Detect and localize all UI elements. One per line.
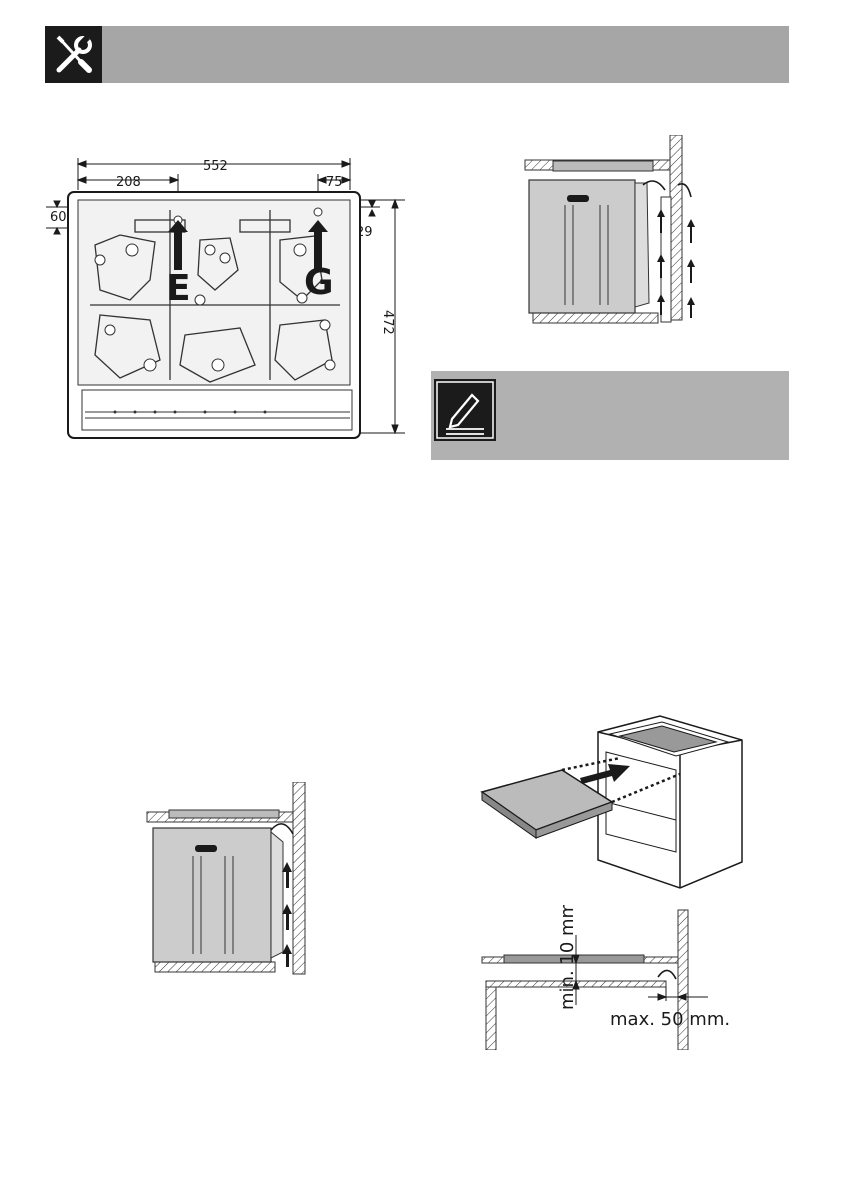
label-electric-connection: E [166,268,191,309]
top-view-dimension-figure: 552 208 75 60 29 472 [40,150,420,450]
clearance-dimension-figure: min. 10 mm. max. 50 mm. [478,905,748,1050]
side-view-small-figure [145,782,315,977]
dim-electric-offset: 208 [116,175,141,190]
label-max-gap: max. 50 mm. [610,1009,730,1030]
side-wall-ventilation-figure [515,135,715,330]
dim-top-offset: 60 [50,210,67,225]
dim-gas-width: 75 [326,175,343,190]
label-min-height: min. 10 mm. [557,905,578,1010]
dim-width: 552 [203,159,228,174]
dim-depth: 472 [380,310,395,335]
label-gas-connection: G [304,262,334,303]
note-box [431,371,789,460]
pencil-note-icon [434,379,496,441]
slide-in-hob-figure [480,712,750,892]
section-header [45,26,789,83]
tools-icon [45,26,102,83]
